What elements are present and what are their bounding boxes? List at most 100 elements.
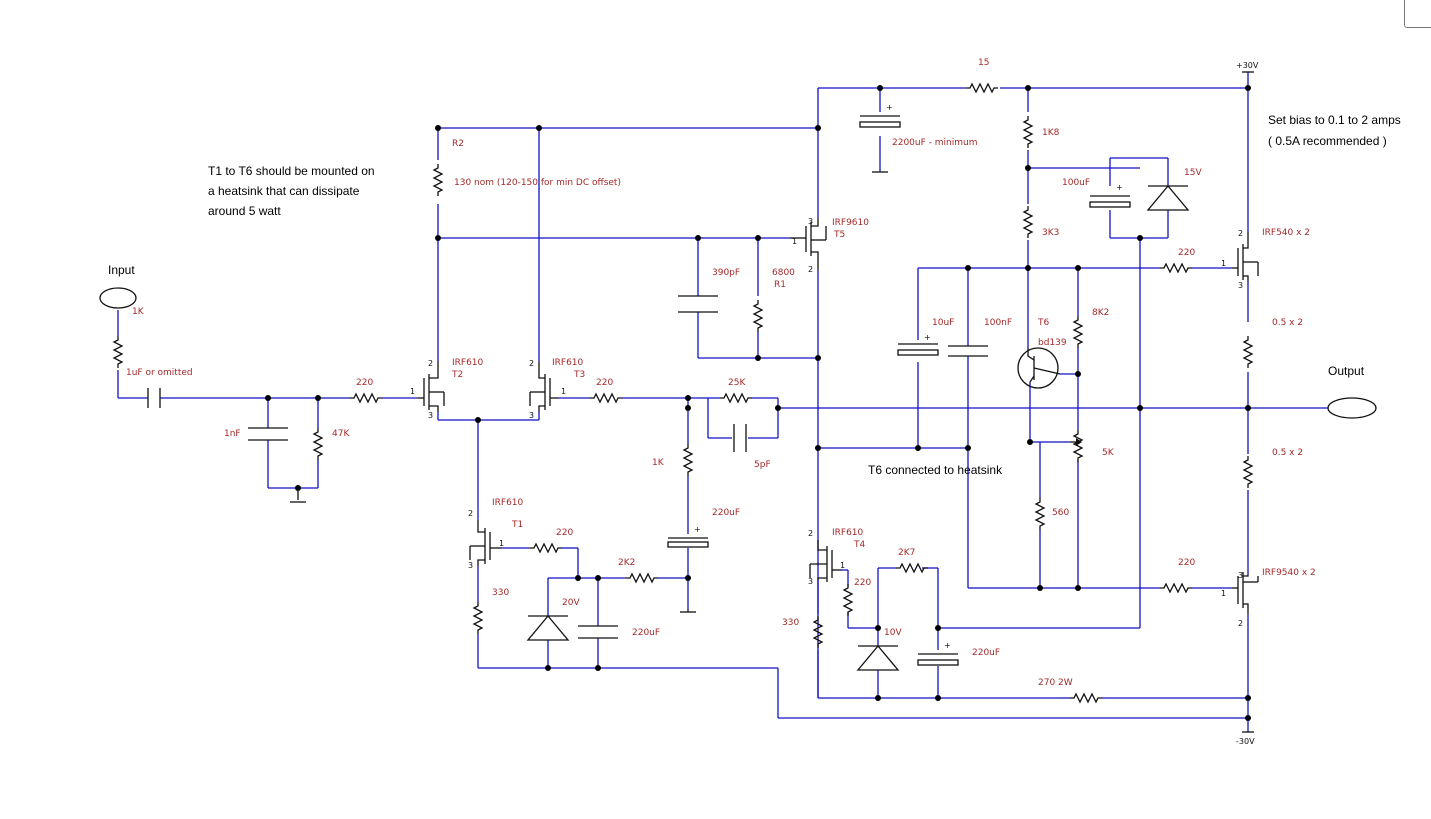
r-1k8-label: 1K8 — [1042, 128, 1060, 138]
bias-note-2: ( 0.5A recommended ) — [1268, 134, 1387, 148]
r-05-bot-label: 0.5 x 2 — [1272, 448, 1303, 458]
r-8k2-label: 8K2 — [1092, 308, 1109, 318]
c-220u-t1-label: 220uF — [632, 628, 660, 638]
p-5k-label: 5K — [1102, 448, 1115, 458]
svg-text:3: 3 — [529, 411, 534, 420]
ports: +30V -30V Input Output — [99, 61, 1377, 746]
t4-name-label: T4 — [853, 540, 865, 550]
z-10v-label: 10V — [884, 628, 902, 638]
r1-name-label: R1 — [774, 280, 786, 290]
svg-text:2: 2 — [808, 265, 813, 274]
t3-type-label: IRF610 — [552, 358, 584, 368]
svg-text:1: 1 — [1221, 589, 1226, 598]
z-20v-label: 20V — [562, 598, 580, 608]
c-5p-label: 5pF — [754, 460, 771, 470]
window-corner — [1404, 0, 1431, 28]
r-220-t2-label: 220 — [356, 378, 373, 388]
r-220-n-label: 220 — [1178, 248, 1195, 258]
r-1k-fb-label: 1K — [652, 458, 665, 468]
junction-dots — [265, 85, 1251, 721]
resistors — [113, 83, 1253, 703]
svg-text:3: 3 — [808, 577, 813, 586]
svg-text:2: 2 — [468, 509, 473, 518]
component-labels: 1K 1uF or omitted 1nF 47K 220 R2 130 nom… — [126, 58, 1316, 688]
output-connector[interactable] — [1327, 397, 1377, 419]
z-15v-label: 15V — [1184, 168, 1202, 178]
t6-name-label: T6 — [1037, 318, 1049, 328]
c-2200u-label: 2200uF - minimum — [892, 138, 977, 148]
t2-name-label: T2 — [451, 370, 463, 380]
svg-text:+: + — [886, 103, 893, 112]
svg-text:1: 1 — [792, 237, 797, 246]
input-connector[interactable] — [99, 287, 137, 309]
r-2k7-label: 2K7 — [898, 548, 915, 558]
c-100n-label: 100nF — [984, 318, 1012, 328]
r2-value-label: 130 nom (120-150 for min DC offset) — [454, 178, 621, 188]
t2-type-label: IRF610 — [452, 358, 484, 368]
svg-text:2: 2 — [808, 529, 813, 538]
c-in-label: 1uF or omitted — [126, 368, 193, 378]
r2-name-label: R2 — [452, 139, 464, 149]
svg-text:1: 1 — [840, 561, 845, 570]
r-220-p-label: 220 — [1178, 558, 1195, 568]
bias-note-1: Set bias to 0.1 to 2 amps — [1268, 113, 1401, 127]
heatsink-note-1: T1 to T6 should be mounted on — [208, 164, 375, 178]
qp-type-label: IRF9540 x 2 — [1262, 568, 1316, 578]
svg-text:+: + — [1116, 183, 1123, 192]
vneg-label: -30V — [1236, 737, 1255, 746]
vpos-label: +30V — [1236, 61, 1259, 70]
r-220-t1-label: 220 — [556, 528, 573, 538]
r-15-label: 15 — [978, 58, 989, 68]
c-220u-t4-label: 220uF — [972, 648, 1000, 658]
svg-text:3: 3 — [1238, 571, 1243, 580]
input-label: Input — [108, 263, 135, 277]
svg-text:2: 2 — [1238, 229, 1243, 238]
r-270-label: 270 2W — [1038, 678, 1073, 688]
svg-text:3: 3 — [428, 411, 433, 420]
r-220-t4-label: 220 — [854, 578, 871, 588]
c-10u-label: 10uF — [932, 318, 954, 328]
r-330-t4-label: 330 — [782, 618, 799, 628]
t6-heatsink-note: T6 connected to heatsink — [868, 463, 1003, 477]
t6-type-label: bd139 — [1038, 338, 1067, 348]
pin-numbers: 213 213 312 213 213 213 312 — [410, 217, 1243, 628]
svg-text:+: + — [924, 333, 931, 342]
t1-type-label: IRF610 — [492, 498, 524, 508]
svg-text:2: 2 — [1238, 619, 1243, 628]
r-2k2-label: 2K2 — [618, 558, 635, 568]
r-05-top-label: 0.5 x 2 — [1272, 318, 1303, 328]
svg-text:1: 1 — [410, 387, 415, 396]
svg-text:3: 3 — [1238, 281, 1243, 290]
svg-text:1: 1 — [1221, 259, 1226, 268]
svg-text:3: 3 — [808, 217, 813, 226]
svg-text:3: 3 — [468, 561, 473, 570]
c-100u-label: 100uF — [1062, 178, 1090, 188]
zener-diodes — [526, 184, 1190, 671]
heatsink-note-2: a heatsink that can dissipate — [208, 184, 360, 198]
output-label: Output — [1328, 364, 1365, 378]
c-1nf-label: 1nF — [224, 429, 241, 439]
svg-text:1: 1 — [499, 539, 504, 548]
r-3k3-label: 3K3 — [1042, 228, 1059, 238]
svg-text:2: 2 — [428, 359, 433, 368]
r-220-t3-label: 220 — [596, 378, 613, 388]
mosfets — [418, 218, 1259, 614]
c-220u-fb-label: 220uF — [712, 508, 740, 518]
r-560-label: 560 — [1052, 508, 1069, 518]
svg-text:+: + — [944, 641, 951, 650]
r-25k-label: 25K — [728, 378, 746, 388]
r-in-label: 1K — [132, 307, 145, 317]
r-47k-label: 47K — [332, 429, 350, 439]
svg-text:+: + — [694, 525, 701, 534]
r-330-t1-label: 330 — [492, 588, 509, 598]
c-390p-label: 390pF — [712, 268, 740, 278]
heatsink-note-3: around 5 watt — [208, 204, 281, 218]
t3-name-label: T3 — [573, 370, 585, 380]
notes: T1 to T6 should be mounted on a heatsink… — [208, 113, 1401, 477]
svg-text:1: 1 — [561, 387, 566, 396]
qn-type-label: IRF540 x 2 — [1262, 228, 1310, 238]
t4-type-label: IRF610 — [832, 528, 864, 538]
ground-symbols — [290, 171, 888, 613]
wires — [117, 72, 1328, 732]
